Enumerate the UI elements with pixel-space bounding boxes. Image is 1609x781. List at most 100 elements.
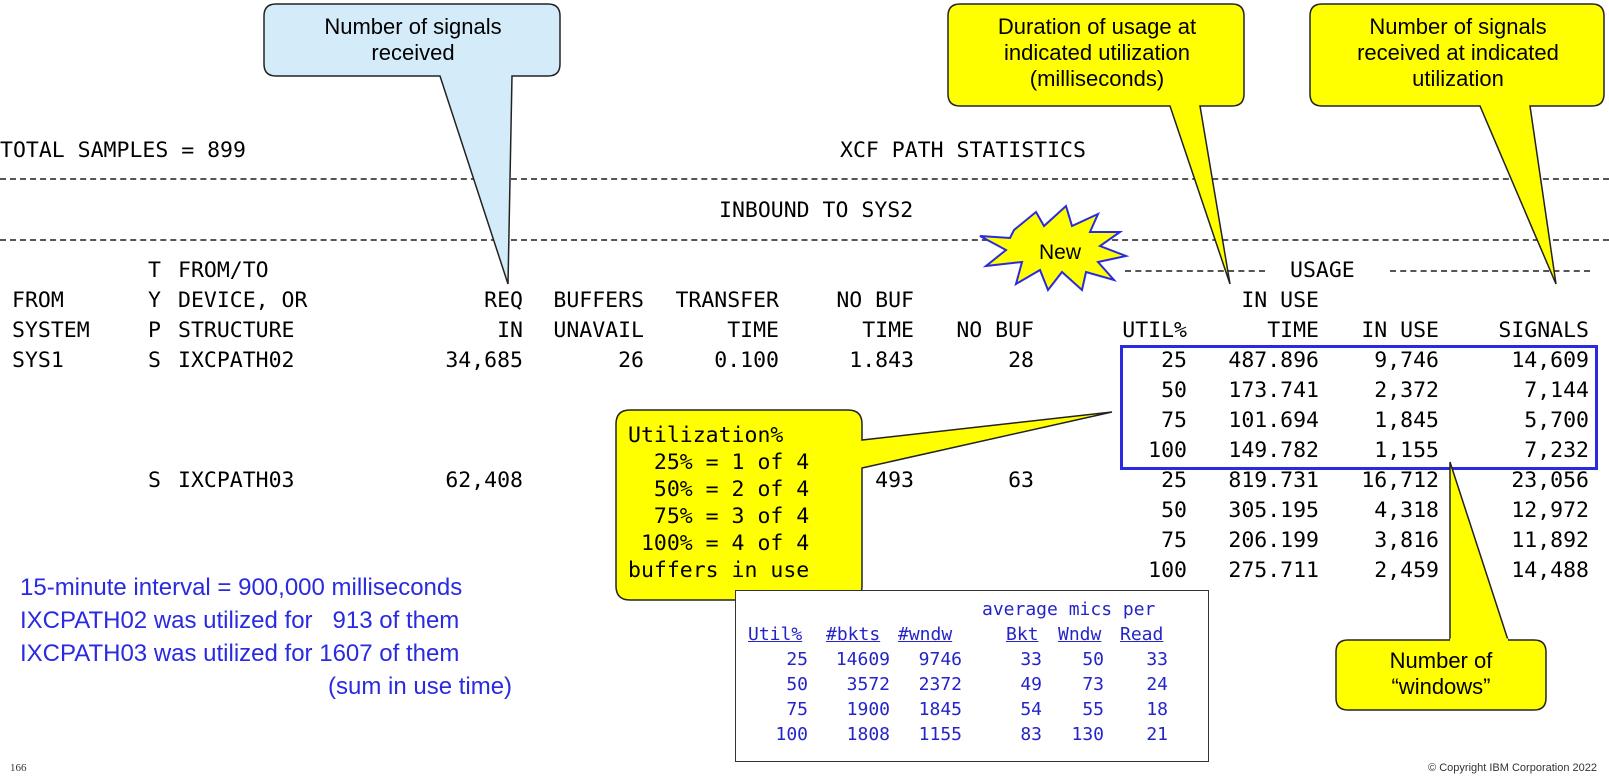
callout-duration: Duration of usage at indicated utilizati…	[997, 14, 1197, 91]
callout-windows: Number of “windows”	[1389, 648, 1493, 699]
mini-r3-util: 75	[786, 699, 808, 720]
mini-r2-wndw: 2372	[918, 674, 962, 695]
mini-r1-wndw2: 50	[1082, 649, 1104, 670]
u2-inuse-100: 2,459	[1374, 558, 1439, 583]
col-from-to: FROM/TO	[178, 258, 269, 283]
col-req: REQ	[484, 288, 523, 313]
util-line-50: 50% = 2 of 4	[628, 477, 810, 502]
mini-r2-read: 24	[1146, 674, 1168, 695]
u2-time-25: 819.731	[1228, 468, 1319, 493]
mini-r3-bkts: 1900	[846, 699, 890, 720]
callout-signals-received: Number of signals received	[324, 14, 502, 65]
util-line-25: 25% = 1 of 4	[628, 450, 810, 475]
col-time: TIME	[727, 318, 779, 343]
note-ixcpath02: IXCPATH02 was utilized for 913 of them	[20, 607, 460, 634]
mini-r1-bkts: 14609	[835, 649, 890, 670]
mini-header-read: Read	[1120, 624, 1164, 645]
col-in-use-time: TIME	[1267, 318, 1319, 343]
u1-inuse-50: 2,372	[1374, 378, 1439, 403]
row2-type: S	[148, 468, 161, 493]
row2-structure: IXCPATH03	[178, 468, 295, 493]
row1-no-buf-time: 1.843	[849, 348, 914, 373]
col-in-use: IN USE	[1361, 318, 1439, 343]
u1-time-100: 149.782	[1228, 438, 1319, 463]
u1-util-25: 25	[1161, 348, 1187, 373]
row1-buffers-unavail: 26	[618, 348, 644, 373]
util-line-title: Utilization%	[628, 423, 784, 448]
mini-r2-bkts: 3572	[846, 674, 890, 695]
mini-r3-wndw: 1845	[918, 699, 962, 720]
mini-header-util: Util%	[748, 624, 803, 645]
col-no-buf-top: NO BUF	[836, 288, 914, 313]
u2-inuse-25: 16,712	[1361, 468, 1439, 493]
u1-util-100: 100	[1148, 438, 1187, 463]
row2-req-in: 62,408	[445, 468, 523, 493]
col-unavail: UNAVAIL	[553, 318, 644, 343]
report-title: XCF PATH STATISTICS	[840, 138, 1086, 163]
row1-system: SYS1	[12, 348, 64, 373]
mini-r1-bkt: 33	[1020, 649, 1042, 670]
mini-r4-bkts: 1808	[846, 724, 890, 745]
callout-signals-received-shape	[263, 3, 561, 285]
row1-no-buf: 28	[1008, 348, 1034, 373]
mini-r2-wndw2: 73	[1082, 674, 1104, 695]
mini-r4-bkt: 83	[1020, 724, 1042, 745]
mini-r3-read: 18	[1146, 699, 1168, 720]
mini-r2-bkt: 49	[1020, 674, 1042, 695]
u1-signals-100: 7,232	[1524, 438, 1589, 463]
mini-r1-read: 33	[1146, 649, 1168, 670]
u2-signals-75: 11,892	[1511, 528, 1589, 553]
col-in-use-top: IN USE	[1241, 288, 1319, 313]
u2-time-50: 305.195	[1228, 498, 1319, 523]
mini-header-wndw2: Wndw	[1058, 624, 1102, 645]
u1-time-50: 173.741	[1228, 378, 1319, 403]
note-ixcpath03: IXCPATH03 was utilized for 1607 of them	[20, 640, 460, 667]
u2-inuse-50: 4,318	[1374, 498, 1439, 523]
col-device-or: DEVICE, OR	[178, 288, 308, 313]
col-p: P	[148, 318, 161, 343]
row1-type: S	[148, 348, 161, 373]
inbound-heading: INBOUND TO SYS2	[719, 198, 914, 223]
total-samples: TOTAL SAMPLES = 899	[0, 138, 246, 163]
u2-util-75: 75	[1161, 528, 1187, 553]
u2-time-75: 206.199	[1228, 528, 1319, 553]
row1-req-in: 34,685	[445, 348, 523, 373]
u1-signals-75: 5,700	[1524, 408, 1589, 433]
mini-r2-util: 50	[786, 674, 808, 695]
u1-inuse-75: 1,845	[1374, 408, 1439, 433]
col-signals: SIGNALS	[1498, 318, 1589, 343]
row1-transfer-time: 0.100	[714, 348, 779, 373]
mini-r1-wndw: 9746	[918, 649, 962, 670]
mini-r4-util: 100	[775, 724, 808, 745]
u2-util-50: 50	[1161, 498, 1187, 523]
util-line-buffers: buffers in use	[628, 558, 810, 583]
mini-r3-bkt: 54	[1020, 699, 1042, 720]
col-transfer: TRANSFER	[675, 288, 779, 313]
u2-signals-100: 14,488	[1511, 558, 1589, 583]
col-in: IN	[497, 318, 523, 343]
u2-inuse-75: 3,816	[1374, 528, 1439, 553]
u1-time-75: 101.694	[1228, 408, 1319, 433]
usage-highlight-box	[1120, 345, 1598, 470]
usage-label: USAGE	[1290, 258, 1355, 283]
mini-r4-read: 21	[1146, 724, 1168, 745]
u2-util-25: 25	[1161, 468, 1187, 493]
col-no-buf-time: TIME	[862, 318, 914, 343]
util-line-75: 75% = 3 of 4	[628, 504, 810, 529]
col-util-pct: UTIL%	[1122, 318, 1187, 343]
callout-signals-at-util-shape	[1309, 3, 1605, 285]
col-structure: STRUCTURE	[178, 318, 295, 343]
col-t: T	[148, 258, 161, 283]
col-system: SYSTEM	[12, 318, 90, 343]
u1-signals-50: 7,144	[1524, 378, 1589, 403]
separator-top	[0, 178, 1609, 180]
mini-header-wndw: #wndw	[898, 624, 953, 645]
u1-inuse-100: 1,155	[1374, 438, 1439, 463]
mini-header-bkt: Bkt	[1006, 624, 1039, 645]
note-interval: 15-minute interval = 900,000 millisecond…	[20, 574, 463, 601]
u1-time-25: 487.896	[1228, 348, 1319, 373]
row2-no-buf: 63	[1008, 468, 1034, 493]
new-starburst-shape	[979, 204, 1130, 292]
mini-r4-wndw: 1155	[918, 724, 962, 745]
